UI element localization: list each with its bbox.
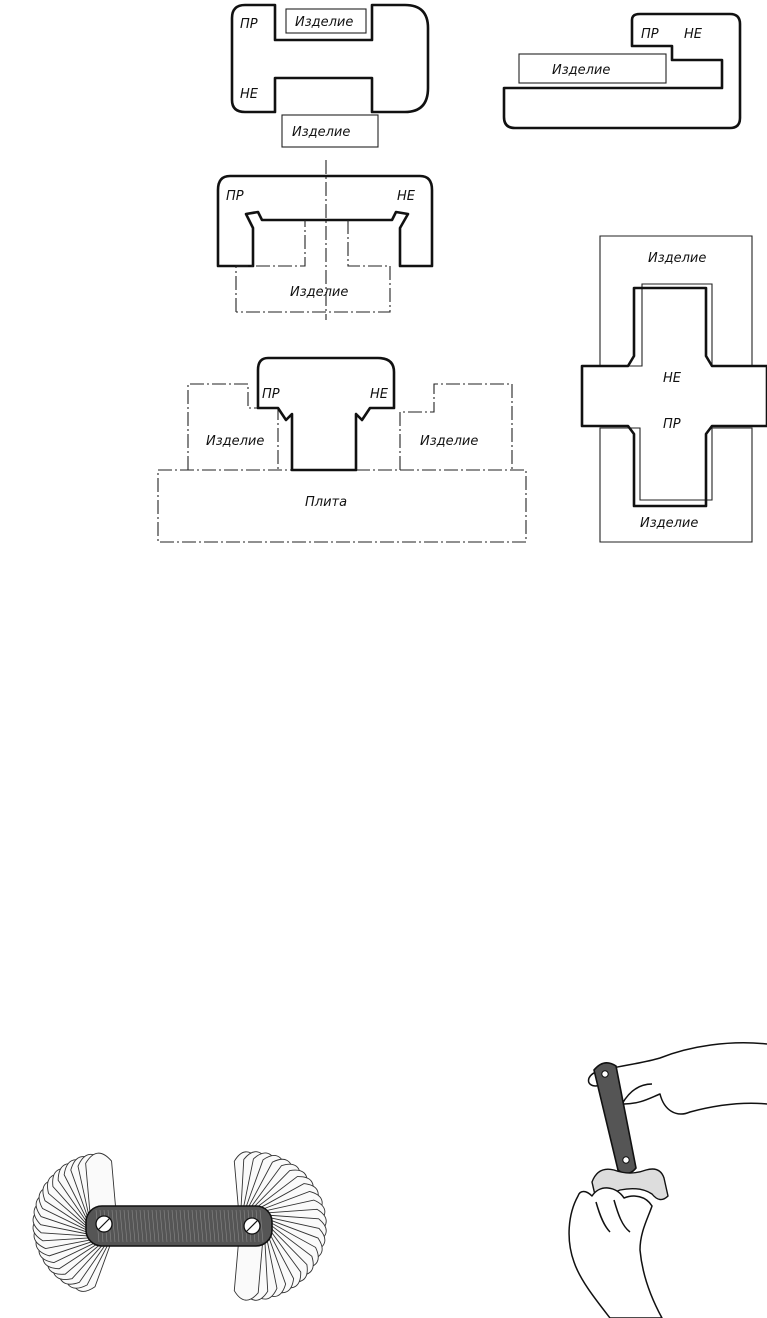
gauge-3-nogo-label: НЕ	[397, 189, 416, 204]
gauge-4-go-label: ПР	[262, 387, 280, 402]
gauge-5-go-label: ПР	[663, 417, 681, 432]
gauge-1-nogo-label: НЕ	[240, 87, 259, 102]
gauge-4-plate-label: Плита	[305, 495, 347, 510]
gauge-5-part-top-label: Изделие	[648, 251, 706, 266]
gauge-2-nogo-label: НЕ	[684, 27, 703, 42]
gauge-1-part-top-label: Изделие	[295, 15, 353, 30]
gauge-figure-1: ПР НЕ Изделие Изделие	[232, 5, 428, 147]
gauge-5-outline	[582, 288, 767, 506]
gauge-3-go-label: ПР	[226, 189, 244, 204]
gauge-2-go-label: ПР	[641, 27, 659, 42]
radius-gauge-in-hand-icon	[569, 1043, 767, 1318]
gauge-2-outline	[504, 14, 740, 128]
gauge-figure-2: ПР НЕ Изделие	[504, 14, 740, 128]
gauge-4-part-right-label: Изделие	[420, 434, 478, 449]
gauge-4-part-left-label: Изделие	[206, 434, 264, 449]
radius-gauge-set-icon	[32, 1151, 328, 1302]
gauge-figure-4: ПР НЕ Изделие Изделие Плита	[158, 358, 526, 542]
gauge-3-part-label: Изделие	[290, 285, 348, 300]
gauge-figure-5: Изделие НЕ ПР Изделие	[582, 236, 767, 542]
gauge-4-part-right	[400, 384, 512, 470]
gauge-figure-3: ПР НЕ Изделие	[218, 160, 432, 320]
gauge-5-part-bottom-label: Изделие	[640, 516, 698, 531]
gauge-2-part-label: Изделие	[552, 63, 610, 78]
gauge-1-go-label: ПР	[240, 17, 258, 32]
gauge-5-nogo-label: НЕ	[663, 371, 682, 386]
gauge-4-nogo-label: НЕ	[370, 387, 389, 402]
gauge-1-part-bottom-label: Изделие	[292, 125, 350, 140]
